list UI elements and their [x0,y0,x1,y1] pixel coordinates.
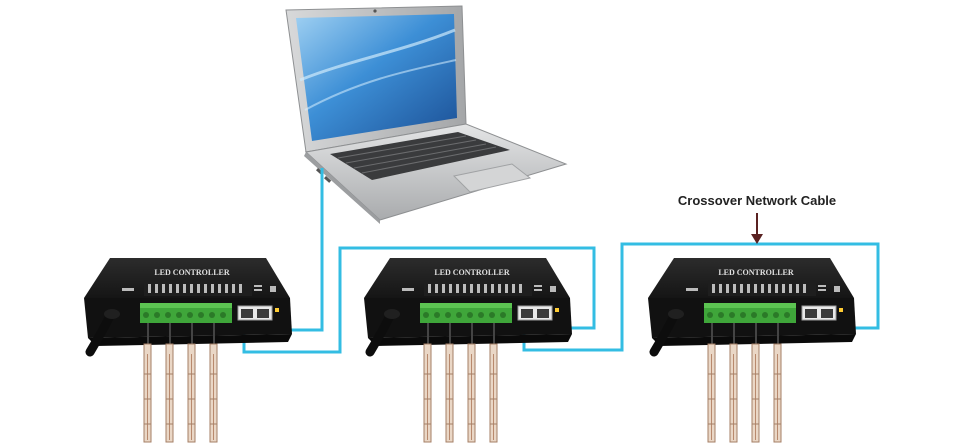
led-strips-1 [143,343,218,443]
led-controller-2: LED CONTROLLER [364,258,572,353]
controller-title: LED CONTROLLER [154,268,230,277]
controller-title: LED CONTROLLER [718,268,794,277]
cable-label: Crossover Network Cable [678,193,836,208]
arrow-icon [751,213,763,244]
led-strips-3 [707,343,782,443]
laptop-screen [296,14,457,141]
led-controller-3: LED CONTROLLER [648,258,856,353]
laptop [285,5,568,224]
controller-title: LED CONTROLLER [434,268,510,277]
led-controller-1: LED CONTROLLER [84,258,292,353]
led-strips-2 [423,343,498,443]
laptop-trackpad [452,163,532,193]
